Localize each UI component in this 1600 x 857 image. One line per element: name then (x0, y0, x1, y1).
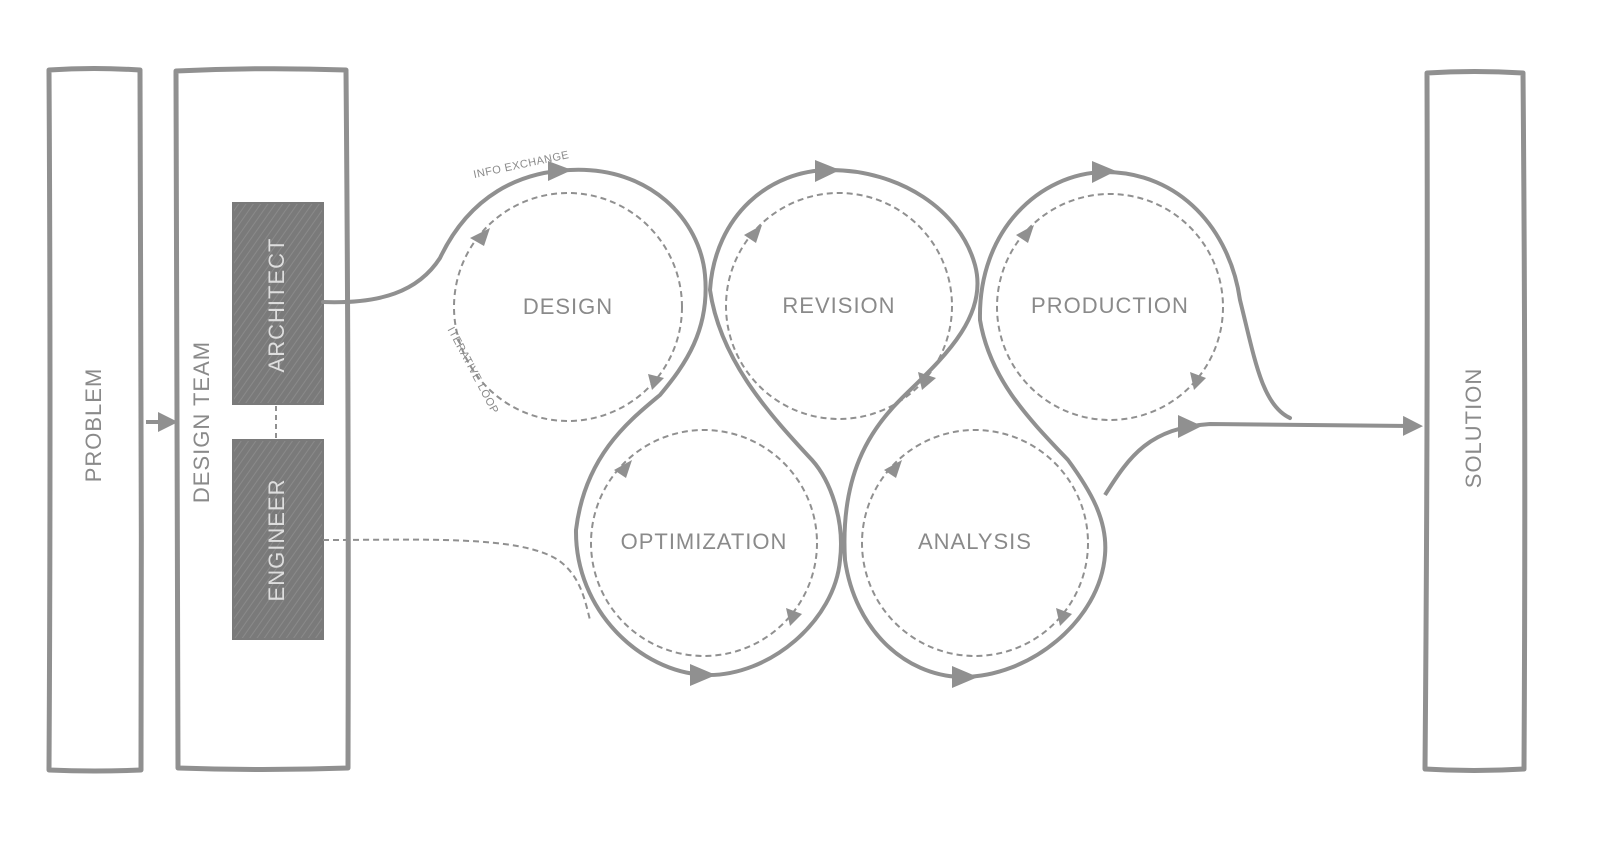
stage-optimization-label: OPTIMIZATION (621, 529, 788, 554)
iterative-loop-annotation: ITERATIVE LOOP (445, 325, 501, 416)
design-team-label: DESIGN TEAM (189, 341, 214, 503)
flow-arrow-icon (952, 666, 978, 688)
flow-arrow-icon (1178, 415, 1202, 438)
engineer-feedback-flow (322, 538, 591, 621)
stage-analysis-label: ANALYSIS (918, 529, 1032, 554)
architect-label: ARCHITECT (264, 238, 289, 373)
loop-arrow-icon (470, 228, 490, 246)
stage-revision-label: REVISION (782, 293, 895, 318)
loop-arrow-icon (1056, 608, 1072, 626)
loop-arrow-icon (918, 372, 936, 390)
solution-column (1422, 69, 1528, 773)
flow-arrow-icon (548, 161, 572, 181)
loop-arrow-icon (786, 608, 802, 626)
loop-arrow-icon (1016, 225, 1034, 243)
loop-arrow-icon (884, 460, 902, 478)
engineer-label: ENGINEER (264, 479, 289, 602)
problem-column (46, 66, 144, 774)
problem-label: PROBLEM (81, 368, 106, 483)
loop-arrow-icon (744, 225, 762, 243)
info-exchange-flow (321, 167, 1292, 680)
engineer-box (232, 439, 324, 640)
analysis-iterative-loop (861, 429, 1089, 657)
solution-label: SOLUTION (1461, 368, 1486, 488)
production-iterative-loop (996, 193, 1224, 421)
analysis-to-solution-flow (1103, 415, 1423, 497)
design-team-column (173, 66, 351, 772)
loop-arrow-icon (648, 374, 664, 390)
revision-iterative-loop (725, 192, 953, 420)
flow-arrow-icon (1092, 161, 1116, 183)
design-iterative-loop (453, 192, 683, 422)
architect-box (232, 202, 324, 405)
loop-arrow-icon (614, 460, 632, 478)
optimization-iterative-loop (590, 429, 818, 657)
stage-design-label: DESIGN (523, 294, 613, 319)
flow-arrow-icon (690, 664, 716, 686)
loop-arrow-icon (1190, 372, 1206, 390)
flow-arrow-icon (815, 160, 840, 182)
stage-production-label: PRODUCTION (1031, 293, 1189, 318)
